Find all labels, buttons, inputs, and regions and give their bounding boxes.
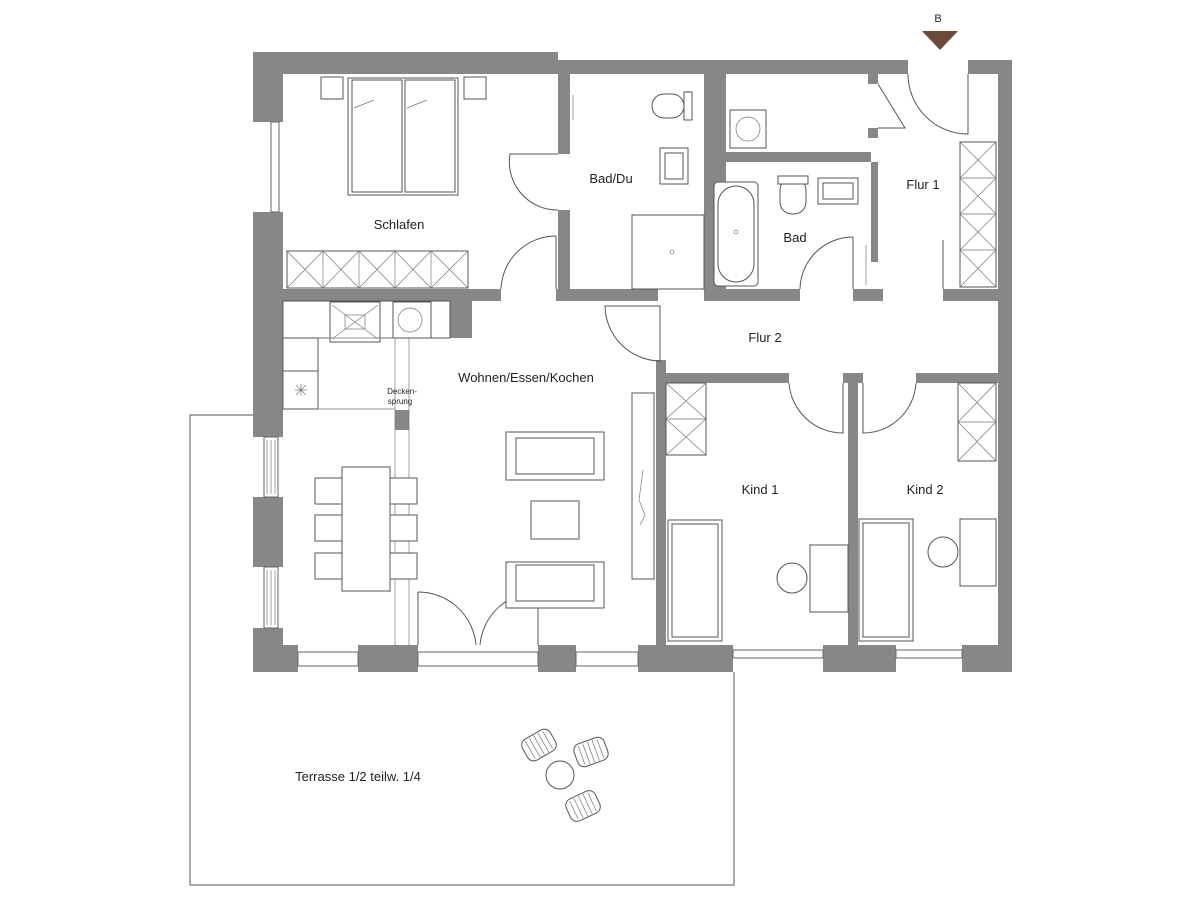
annotation-deckensprung-1: Decken- xyxy=(387,387,417,396)
kind2-furniture xyxy=(858,382,997,642)
wardrobe-schlafen xyxy=(286,250,469,289)
walls xyxy=(253,52,1012,672)
living-furniture xyxy=(505,392,655,609)
marker-label: B xyxy=(934,13,941,25)
bed xyxy=(320,76,487,196)
doors xyxy=(417,73,969,646)
annotation-deckensprung-2: sprung xyxy=(388,397,412,406)
terrace-table-set xyxy=(521,728,609,822)
terrace xyxy=(189,414,735,886)
bad-du-fixtures xyxy=(572,91,705,290)
room-label-kind2: Kind 2 xyxy=(907,482,944,497)
kitchen xyxy=(282,300,451,645)
room-label-kind1: Kind 1 xyxy=(742,482,779,497)
kind1-furniture xyxy=(665,382,849,642)
dining-table xyxy=(314,466,418,592)
section-marker: B xyxy=(922,13,958,50)
room-label-wohnen: Wohnen/Essen/Kochen xyxy=(458,370,594,385)
room-label-schlafen: Schlafen xyxy=(374,217,425,232)
washing-machine xyxy=(729,109,767,149)
room-label-flur1: Flur 1 xyxy=(906,177,939,192)
room-label-flur2: Flur 2 xyxy=(748,330,781,345)
wardrobe-flur xyxy=(959,141,997,288)
room-label-bad: Bad xyxy=(783,230,806,245)
marker-triangle-icon xyxy=(922,31,958,50)
bad-fixtures xyxy=(713,175,867,287)
room-labels: Schlafen Bad/Du Bad Flur 1 Flur 2 Wohnen… xyxy=(295,171,943,784)
room-label-terrasse: Terrasse 1/2 teilw. 1/4 xyxy=(295,769,421,784)
room-label-bad-du: Bad/Du xyxy=(589,171,632,186)
windows xyxy=(263,121,963,667)
